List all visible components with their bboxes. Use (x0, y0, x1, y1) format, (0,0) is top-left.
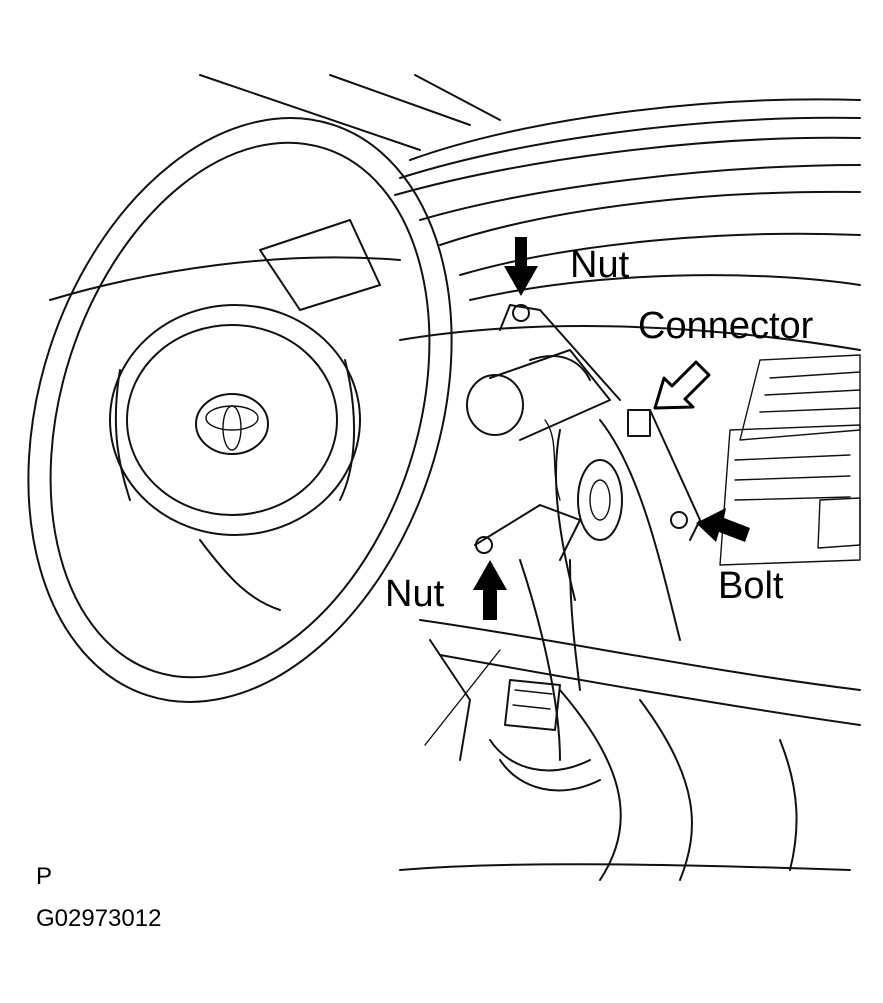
brake-pedal (424, 639, 601, 792)
label-connector: Connector (638, 305, 814, 347)
arrow-solid-icon (473, 560, 507, 620)
label-bolt: Bolt (718, 565, 784, 607)
figure-code: G02973012 (36, 905, 161, 932)
label-nut-top: Nut (570, 244, 630, 286)
windshield-lines (199, 74, 861, 196)
center-vents (719, 354, 861, 566)
bolt-fastener (670, 511, 688, 529)
fastener-points (475, 304, 688, 554)
steering-column (466, 304, 701, 761)
nut-top-fastener (512, 304, 530, 322)
dashboard-outline (49, 164, 861, 881)
arrow-solid-icon (696, 508, 750, 542)
arrow-outline-icon (653, 360, 711, 410)
steering-wheel (27, 117, 453, 703)
toyota-logo-icon (195, 393, 269, 455)
label-nut-bottom: Nut (385, 573, 445, 615)
arrow-solid-icon (504, 237, 538, 296)
nut-bottom-fastener (475, 536, 493, 554)
view-letter: P (36, 863, 52, 890)
connector-housing (627, 409, 651, 437)
